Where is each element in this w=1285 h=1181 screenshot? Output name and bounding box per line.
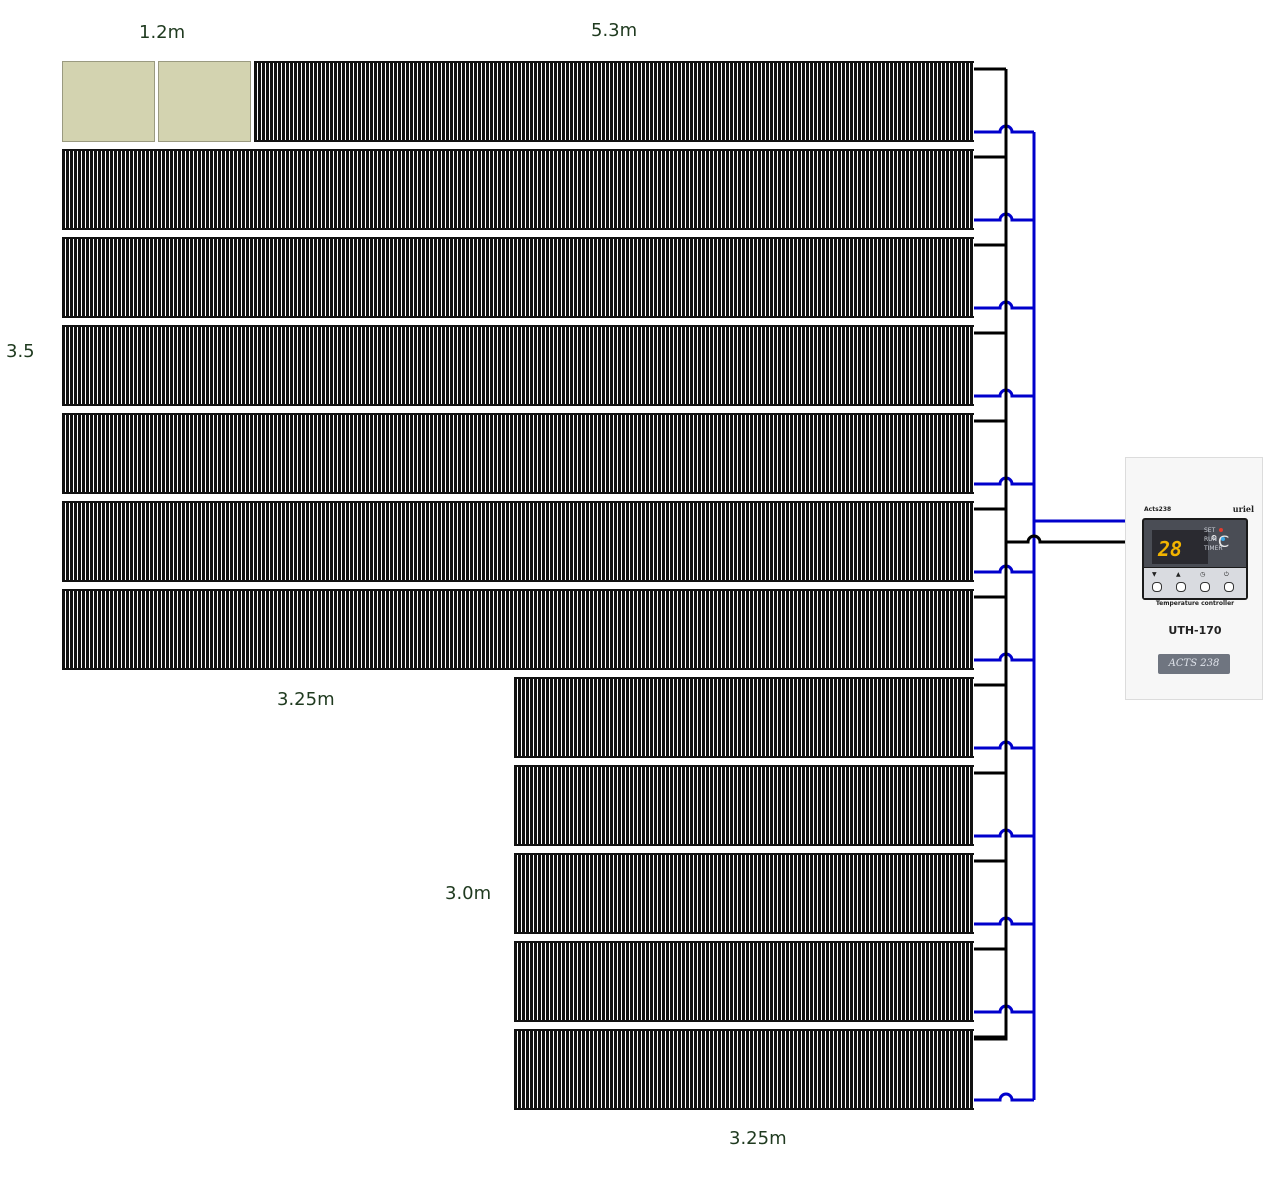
blank-area-2 — [158, 61, 251, 142]
controller-button-power[interactable] — [1224, 582, 1234, 592]
blue-lead-4 — [974, 388, 1034, 398]
indicator-run-led — [1221, 537, 1226, 541]
dimension-label-upper-bottom: 3.25m — [277, 689, 335, 710]
blue-lead-5 — [974, 476, 1034, 486]
controller-button-timer[interactable] — [1200, 582, 1210, 592]
heating-panel-3 — [62, 237, 974, 318]
blue-lead-3 — [974, 300, 1034, 310]
indicator-timer-label: TIMER — [1204, 545, 1223, 552]
blank-area-1 — [62, 61, 155, 142]
dimension-label-top-left: 1.2m — [139, 22, 186, 43]
controller-temperature: 28 — [1158, 537, 1183, 561]
dimension-label-top-right: 5.3m — [591, 20, 638, 41]
heating-panel-9 — [514, 765, 974, 846]
indicator-set-label: SET — [1204, 527, 1216, 534]
blue-lead-12 — [974, 1092, 1034, 1102]
indicator-set-led — [1219, 528, 1224, 532]
controller-indicators: SET RUN TIMER — [1204, 526, 1240, 553]
controller-unit: °C — [1210, 532, 1230, 551]
black-bus — [974, 69, 1008, 1041]
controller-button-strip: ▼ ▲ ◷ ⏻ — [1144, 567, 1246, 598]
clock-icon: ◷ — [1200, 571, 1206, 578]
temperature-controller: Acts238 uriel 28 °C SET RUN TIMER ▼ ▲ ◷ … — [1125, 457, 1263, 700]
heating-panel-5 — [62, 413, 974, 494]
heating-panel-8 — [514, 677, 974, 758]
blue-lead-10 — [974, 916, 1034, 926]
controller-brand-right: uriel — [1232, 504, 1254, 514]
heating-panel-12 — [514, 1029, 974, 1110]
black-feed-to-controller — [1006, 534, 1125, 544]
heating-panel-7 — [62, 589, 974, 670]
heating-panel-6 — [62, 501, 974, 582]
blue-lead-6 — [974, 564, 1034, 574]
heating-panel-1 — [254, 61, 974, 142]
controller-button-down[interactable] — [1152, 582, 1162, 592]
controller-model: UTH-170 — [1168, 624, 1222, 637]
heating-panel-11 — [514, 941, 974, 1022]
up-arrow-icon: ▲ — [1176, 571, 1181, 578]
heating-panel-4 — [62, 325, 974, 406]
dimension-label-left-side: 3.5 — [6, 341, 35, 362]
controller-faceplate: 28 °C SET RUN TIMER ▼ ▲ ◷ ⏻ — [1142, 518, 1248, 600]
blue-lead-9 — [974, 828, 1034, 838]
blue-lead-11 — [974, 1004, 1034, 1014]
blue-lead-7 — [974, 652, 1034, 662]
power-icon: ⏻ — [1224, 571, 1229, 578]
controller-caption: Temperature controller — [1155, 600, 1235, 607]
controller-button-up[interactable] — [1176, 582, 1186, 592]
heating-panel-2 — [62, 149, 974, 230]
heating-panel-10 — [514, 853, 974, 934]
blue-lead-1 — [974, 124, 1034, 134]
blue-lead-2 — [974, 212, 1034, 222]
controller-brand-left: Acts238 — [1144, 506, 1172, 513]
down-arrow-icon: ▼ — [1152, 571, 1157, 578]
dimension-label-lower-left: 3.0m — [445, 883, 492, 904]
dimension-label-lower-bottom: 3.25m — [729, 1128, 787, 1149]
indicator-run-label: RUN — [1204, 536, 1218, 543]
controller-badge: ACTS 238 — [1158, 654, 1230, 674]
blue-lead-8 — [974, 740, 1034, 750]
controller-display: 28 — [1152, 530, 1208, 564]
